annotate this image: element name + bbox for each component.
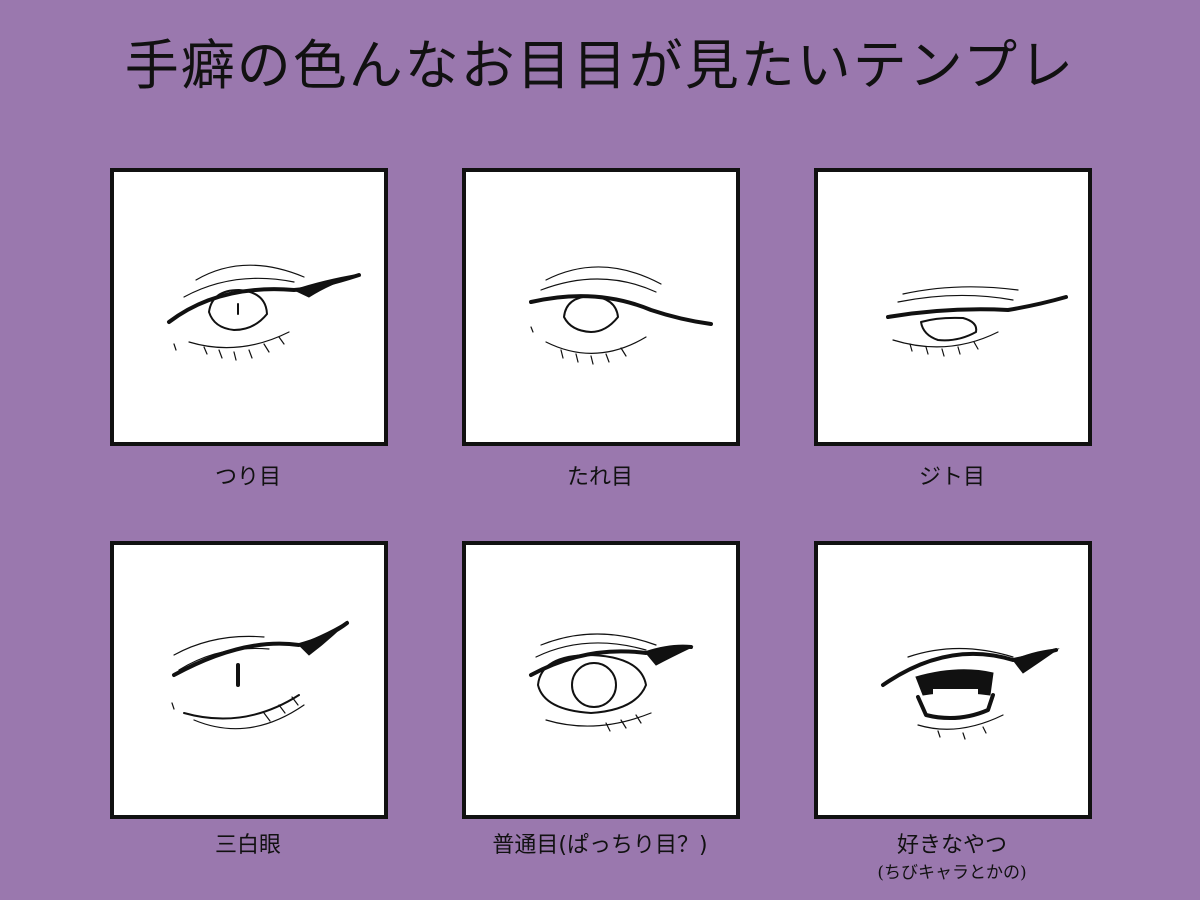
eye-panel-tsurime — [110, 168, 388, 446]
caption-jitome: ジト目 — [918, 465, 985, 490]
sanpakugan-eye-drawing — [171, 620, 349, 730]
caption-tsurime: つり目 — [214, 465, 281, 490]
caption-favorite: 好きなやつ — [896, 833, 1007, 858]
tsurime-eye-drawing — [167, 264, 361, 361]
caption-sanpakugan: 三白眼 — [214, 833, 281, 858]
eye-panel-favorite — [814, 541, 1092, 819]
eye-panel-tareme — [462, 168, 740, 446]
eye-panel-sanpakugan — [110, 541, 388, 819]
caption-favorite-note: (ちびキャラとかの) — [877, 863, 1027, 883]
jitome-eye-drawing — [886, 286, 1068, 357]
caption-futsume: 普通目(ぱっちり目？) — [492, 833, 708, 858]
tareme-eye-drawing — [529, 266, 713, 365]
futsume-eye-drawing — [529, 633, 694, 732]
page-title: 手癖の色んなお目目が見たいテンプレ — [124, 34, 1076, 97]
caption-tareme: たれ目 — [566, 465, 633, 490]
eye-panel-jitome — [814, 168, 1092, 446]
eye-panel-futsume — [462, 541, 740, 819]
chibi-eye-drawing — [881, 647, 1060, 740]
